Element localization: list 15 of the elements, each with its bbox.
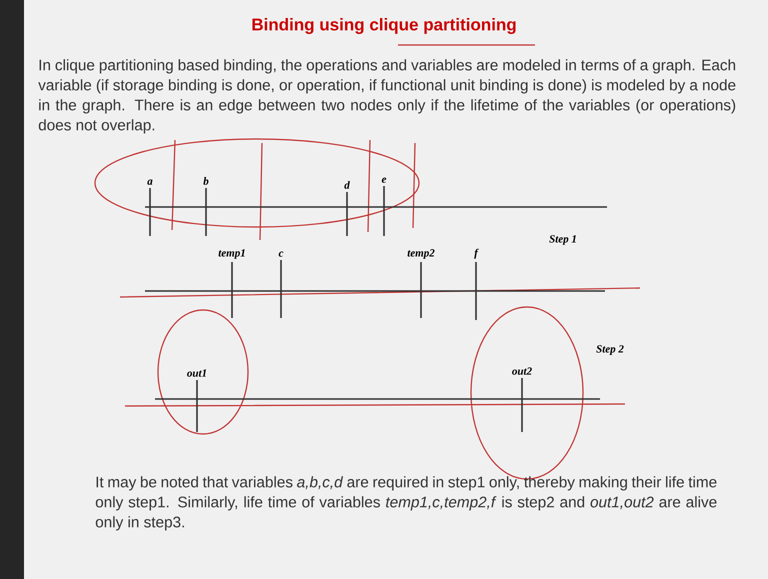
slide-title: Binding using clique partitioning	[252, 18, 516, 34]
step-label: Step 2	[596, 345, 624, 355]
variable-label: temp2	[408, 249, 434, 259]
variable-label: e	[382, 178, 386, 183]
variable-label: out1	[187, 369, 206, 377]
step-label: Step 1	[549, 235, 576, 245]
variable-label: d	[344, 181, 350, 189]
variable-label: c	[278, 252, 284, 257]
paragraph: It may be noted that variables a,b,c,d are required in step1 only, thereby making their life time only step1. Similarly, life time of variables temp1,c,temp2,f is step2 and out1,out2 are alive only in step3.	[96, 476, 716, 530]
variable-label: b	[203, 177, 208, 185]
paragraph: In clique partitioning based binding, the operations and variables are modeled in terms of a graph. Each variable (if storage binding is done, or operation, if functional unit binding is done) is modeled by a node in the graph. There is an edge between two nodes only if the lifetime of the variables (or operations) does not overlap.	[38, 59, 736, 134]
variable-label: a	[147, 180, 152, 185]
variable-label: temp1	[218, 249, 245, 259]
variable-label: f	[474, 248, 479, 259]
variable-label: out2	[512, 367, 532, 375]
